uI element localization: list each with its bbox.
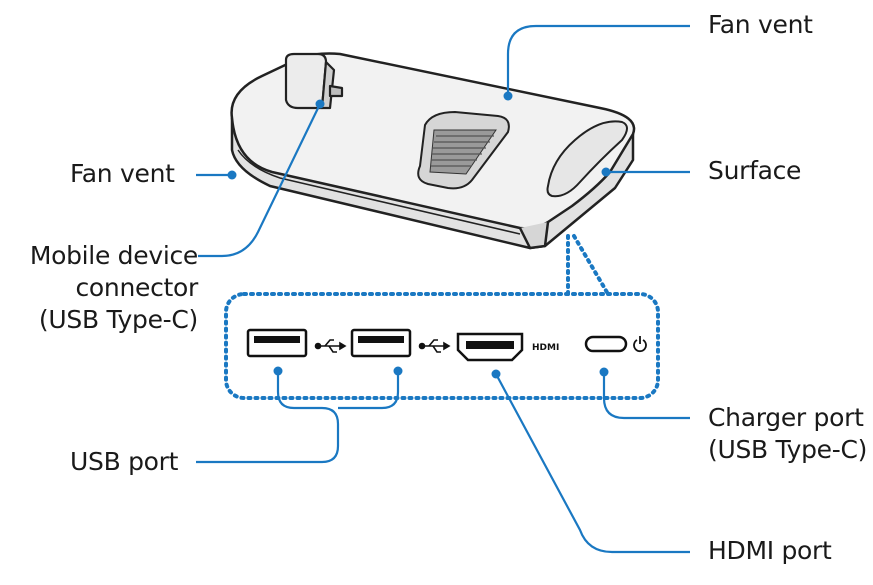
label-line: Mobile device xyxy=(29,241,198,270)
leader-fan-vent-top xyxy=(506,24,690,96)
label-hdmi-port: HDMI port xyxy=(708,536,832,565)
label-fan-vent-left: Fan vent xyxy=(70,159,175,188)
fan-vent-grille xyxy=(417,110,510,190)
label-line: Charger port xyxy=(708,403,864,432)
usb-icon xyxy=(314,339,347,353)
zoom-callout xyxy=(224,234,660,400)
dock-front-edge xyxy=(518,221,550,250)
label-usb-port: USB port xyxy=(70,447,179,476)
label-line: connector xyxy=(75,273,198,302)
surface-groove xyxy=(546,120,628,198)
mobile-connector-plug xyxy=(284,52,344,110)
leader-charger-port xyxy=(602,372,690,420)
label-fan-vent-top: Fan vent xyxy=(708,10,813,39)
hdmi-marking: HDMI xyxy=(532,343,559,353)
usb-c-charger-port xyxy=(584,335,628,353)
power-icon xyxy=(633,336,647,353)
leader-hdmi-port xyxy=(495,373,690,554)
usb-icon xyxy=(418,339,451,353)
label-line: (USB Type-C) xyxy=(708,435,868,464)
leader-usb-port xyxy=(196,371,400,464)
label-line: (USB Type-C) xyxy=(38,305,198,334)
zoom-box xyxy=(224,292,660,400)
leader-dots xyxy=(227,91,611,379)
port-row xyxy=(246,328,628,362)
leader-lines xyxy=(196,24,690,554)
leader-mobile-connector xyxy=(198,103,321,258)
label-charger-port: Charger port (USB Type-C) xyxy=(708,402,867,466)
zoom-link-right xyxy=(572,234,610,296)
label-mobile-device-connector: Mobile device connector (USB Type-C) xyxy=(6,240,198,336)
label-surface: Surface xyxy=(708,156,802,185)
